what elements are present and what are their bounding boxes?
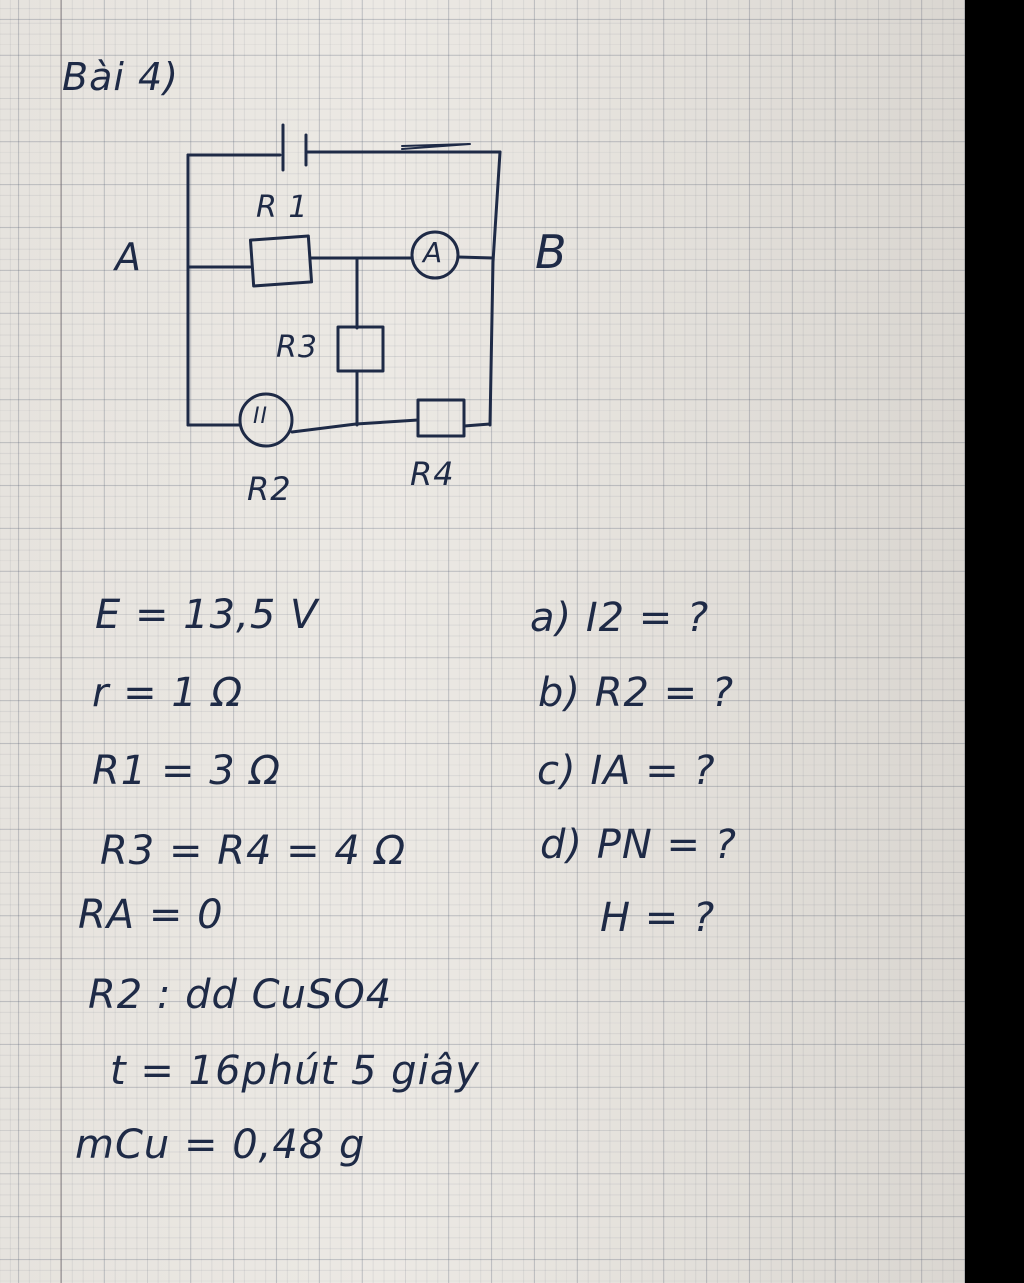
question-a: a) I2 = ?	[530, 595, 710, 641]
question-efficiency: H = ?	[600, 895, 716, 941]
problem-title: Bài 4)	[62, 55, 179, 99]
r2-label: R2	[247, 470, 292, 508]
given-copper-mass: mCu = 0,48 g	[75, 1122, 366, 1168]
resistor-r1	[248, 234, 314, 288]
notebook-page	[0, 0, 965, 1283]
node-a-label: A	[115, 235, 142, 279]
ammeter	[410, 230, 460, 280]
node-b-label: B	[535, 225, 568, 279]
top-wire-scribble	[401, 143, 471, 150]
given-emf: E = 13,5 V	[95, 592, 319, 638]
question-c: c) IA = ?	[537, 748, 716, 794]
resistor-r3	[336, 325, 385, 373]
resistor-r4	[416, 398, 466, 438]
given-r2-electrolyte: R2 : dd CuSO4	[88, 972, 393, 1018]
ammeter-symbol: A	[423, 236, 444, 269]
given-ammeter-resistance: RA = 0	[78, 892, 224, 938]
question-b: b) R2 = ?	[538, 670, 735, 716]
r3-label: R3	[276, 330, 318, 365]
margin-line	[60, 0, 62, 1283]
given-r1: R1 = 3 Ω	[92, 748, 281, 794]
r4-label: R4	[410, 455, 455, 493]
right-wire	[488, 150, 502, 427]
bottom-wire-right	[462, 422, 492, 428]
given-internal-resistance: r = 1 Ω	[92, 670, 244, 716]
bottom-wire-center	[290, 418, 420, 434]
electrolytic-cell-r2	[238, 392, 294, 448]
question-d: d) PN = ?	[540, 822, 737, 868]
cell-symbol: II	[253, 404, 268, 429]
given-time: t = 16phút 5 giây	[110, 1048, 480, 1094]
r1-label: R 1	[256, 190, 309, 225]
given-r3-r4: R3 = R4 = 4 Ω	[100, 828, 407, 874]
middle-wire-right	[456, 255, 495, 260]
